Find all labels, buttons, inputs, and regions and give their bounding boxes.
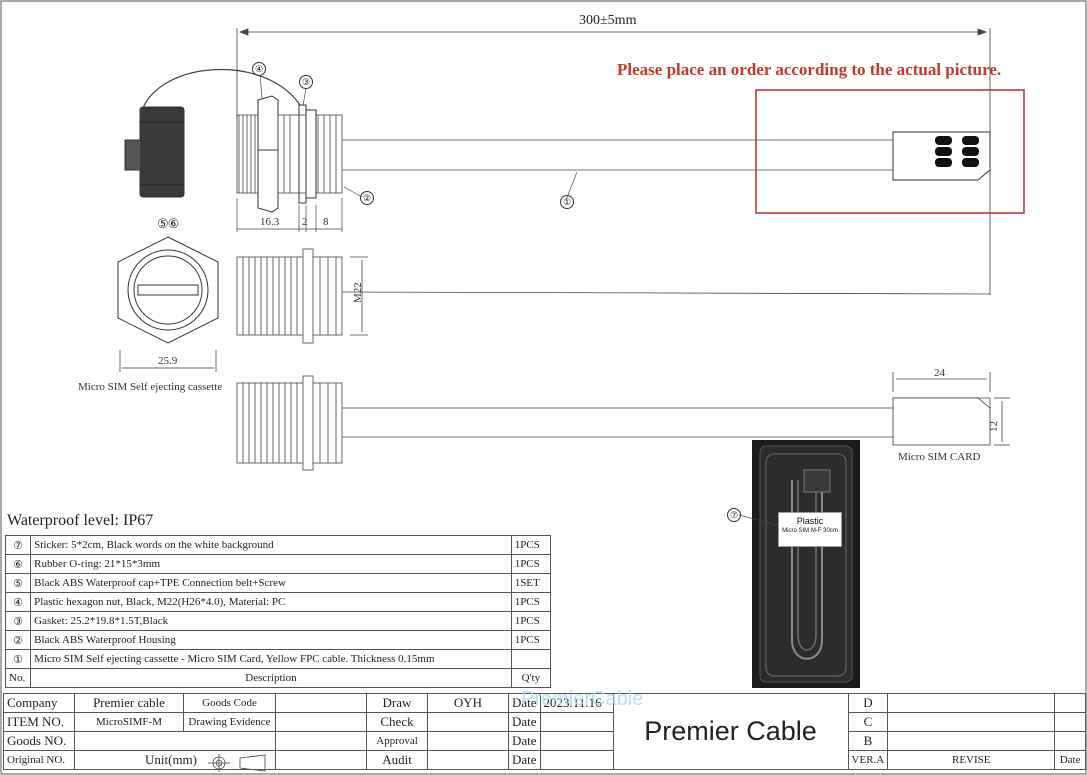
part-no: ⑤ [4,573,32,593]
draw-label: Draw [366,693,428,713]
thread-length-label: 8 [323,216,329,228]
part-no: ② [4,630,32,650]
sim-contacts [935,136,979,167]
parts-header-desc: Description [30,668,512,688]
part-desc: Black ABS Waterproof cap+TPE Connection … [30,573,512,593]
callout-3: ③ [299,75,313,89]
item-label: ITEM NO. [3,712,75,732]
thread-left [236,114,260,194]
revise-label: REVISE [887,750,1056,770]
title-block: Company Premier cable Goods Code Draw OY… [3,693,1086,770]
part-desc: Sticker: 5*2cm, Black words on the white… [30,535,512,555]
goods-no-label: Goods NO. [3,731,75,751]
card-height-label: 12 [988,421,1000,432]
hex-width-label: 25.9 [158,355,178,367]
hex-front-view [117,236,219,372]
ver-label: VER.A [847,750,889,770]
part-dimensions [236,198,343,232]
rev-d: D [847,693,889,713]
company-label: Company [3,693,75,713]
gasket-width-label: 2 [302,216,308,228]
part-qty: 1PCS [510,554,552,574]
approval-label: Approval [366,731,428,751]
order-notice: Please place an order according to the a… [617,60,1002,79]
part-qty: 1PCS [510,535,552,555]
date-label-3: Date [508,731,541,751]
sticker-title: Plastic [796,516,824,526]
gasket [298,104,307,204]
waterproof-level: Waterproof level: IP67 [7,512,154,529]
item-value: MicroSIMF-M [74,712,184,732]
draw-value: OYH [427,693,509,713]
part-no: ⑥ [4,554,32,574]
watermark: PremierCable [521,688,644,710]
part-desc: Black ABS Waterproof Housing [30,630,512,650]
part-desc: Gasket: 25.2*19.8*1.5T,Black [30,611,512,631]
card-width-label: 24 [934,367,945,379]
company-value: Premier cable [74,693,184,713]
packaging-image [759,445,853,683]
part-desc: Micro SIM Self ejecting cassette - Micro… [30,649,512,669]
product-photo: Plastic Micro SIM M-F 30cm [752,440,860,688]
check-label: Check [366,712,428,732]
part-qty: 1PCS [510,611,552,631]
callout-1: ① [560,195,574,209]
housing-collar [305,109,317,199]
part-qty: 1PCS [510,630,552,650]
sticker-text: Micro SIM M-F 30cm [782,528,838,534]
length-dimension [236,28,991,295]
original-label: Original NO. [3,750,75,770]
callout-7: ⑦ [727,508,741,522]
parts-header-qty: Q'ty [510,668,552,688]
part-no: ④ [4,592,32,612]
part-no: ⑦ [4,535,32,555]
total-length-label: 300±5mm [579,13,637,28]
parts-header-no: No. [4,668,32,688]
fpc-cable-top [342,139,893,171]
hex-nut [257,95,279,213]
part-desc: Rubber O-ring: 21*15*3mm [30,554,512,574]
cassette-label: Micro SIM Self ejecting cassette [78,381,223,393]
part-desc: Plastic hexagon nut, Black, M22(H26*4.0)… [30,592,512,612]
audit-label: Audit [366,750,428,770]
rev-b: B [847,731,889,751]
part-no: ③ [4,611,32,631]
part-no: ① [4,649,32,669]
bottom-side-view [236,372,1010,471]
sim-card-label: Micro SIM CARD [898,451,981,463]
notice-box [755,89,1025,214]
drawing-evidence-label: Drawing Evidence [183,712,276,732]
callout-5-6: ⑤⑥ [157,216,179,231]
date-label-4: Date [508,750,541,770]
waterproof-cap [124,69,304,198]
rev-date-label: Date [1054,750,1086,770]
unit-label: Unit(mm) [74,750,276,770]
callout-2: ② [360,191,374,205]
date-label-2: Date [508,712,541,732]
part-qty: 1PCS [510,592,552,612]
sticker: Plastic Micro SIM M-F 30cm [778,512,842,547]
callout-4: ④ [252,62,266,76]
brand-name: Premier Cable [612,693,849,770]
part-qty [510,649,552,669]
nut-width-label: 16.3 [260,216,280,228]
thread-size-label: M22 [352,282,364,303]
goods-code-label: Goods Code [183,693,276,713]
housing-side-view [236,248,991,344]
part-qty: 1SET [510,573,552,593]
rev-c: C [847,712,889,732]
callout-7-leader [739,514,778,526]
